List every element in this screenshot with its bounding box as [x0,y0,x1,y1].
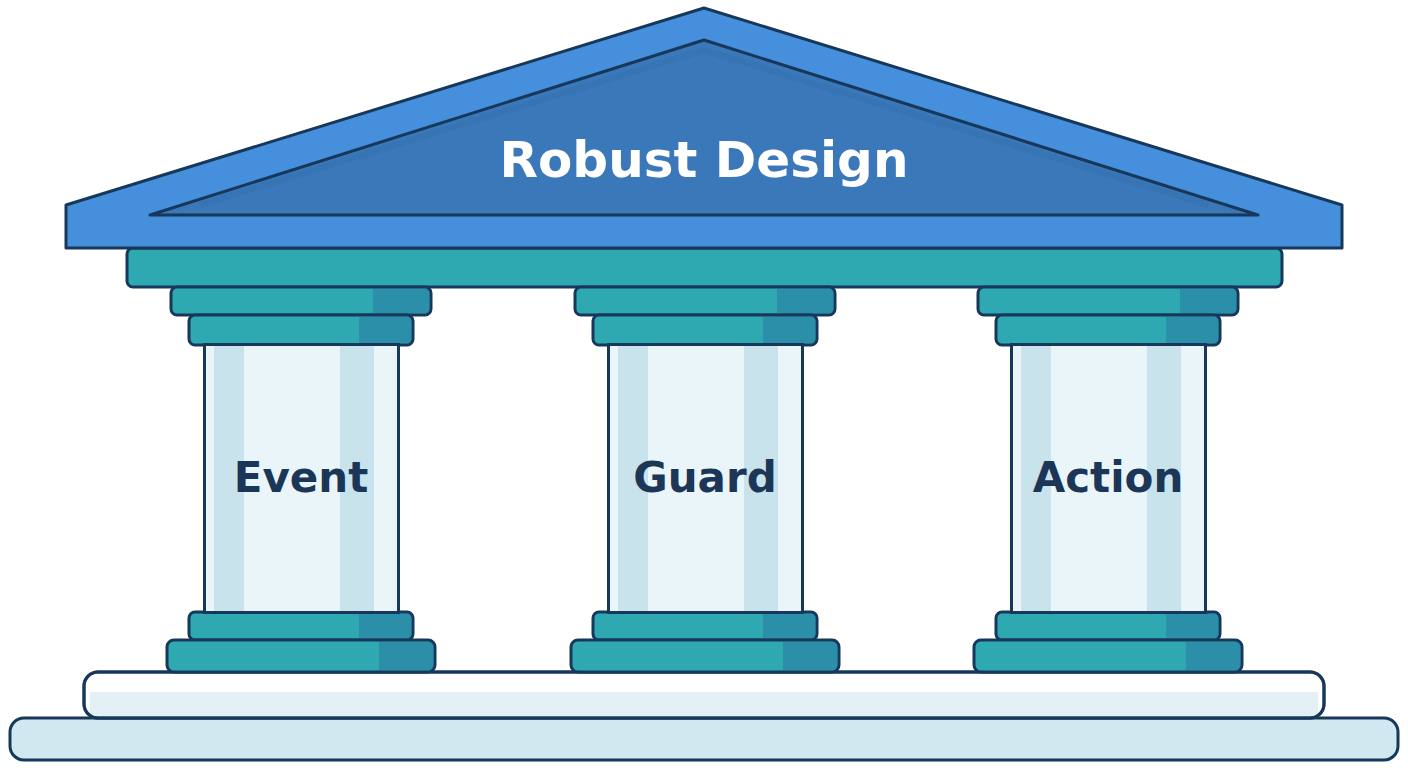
column-base [974,612,1242,672]
lower-step [10,718,1398,760]
entablature [127,248,1282,287]
upper-step [84,672,1324,718]
tympanum [150,40,1258,215]
pillar-label: Action [1033,455,1184,501]
pillar-label: Guard [633,455,777,501]
column-capital [978,287,1238,345]
tympanum-shade [200,50,1208,205]
pillar-label: Event [234,455,369,501]
column-base [167,612,435,672]
pillar: Action [1010,343,1207,614]
pillar: Event [203,343,400,614]
upper-step-outline [84,672,1324,718]
column-capital [171,287,431,345]
column-base [571,612,839,672]
roof-outline [66,8,1342,248]
pediment-shape [0,0,1408,252]
pillar: Guard [607,343,804,614]
step-shade [90,692,1318,716]
title-text: Robust Design [499,134,908,187]
column-capital [575,287,835,345]
pediment: Robust Design [0,0,1408,252]
